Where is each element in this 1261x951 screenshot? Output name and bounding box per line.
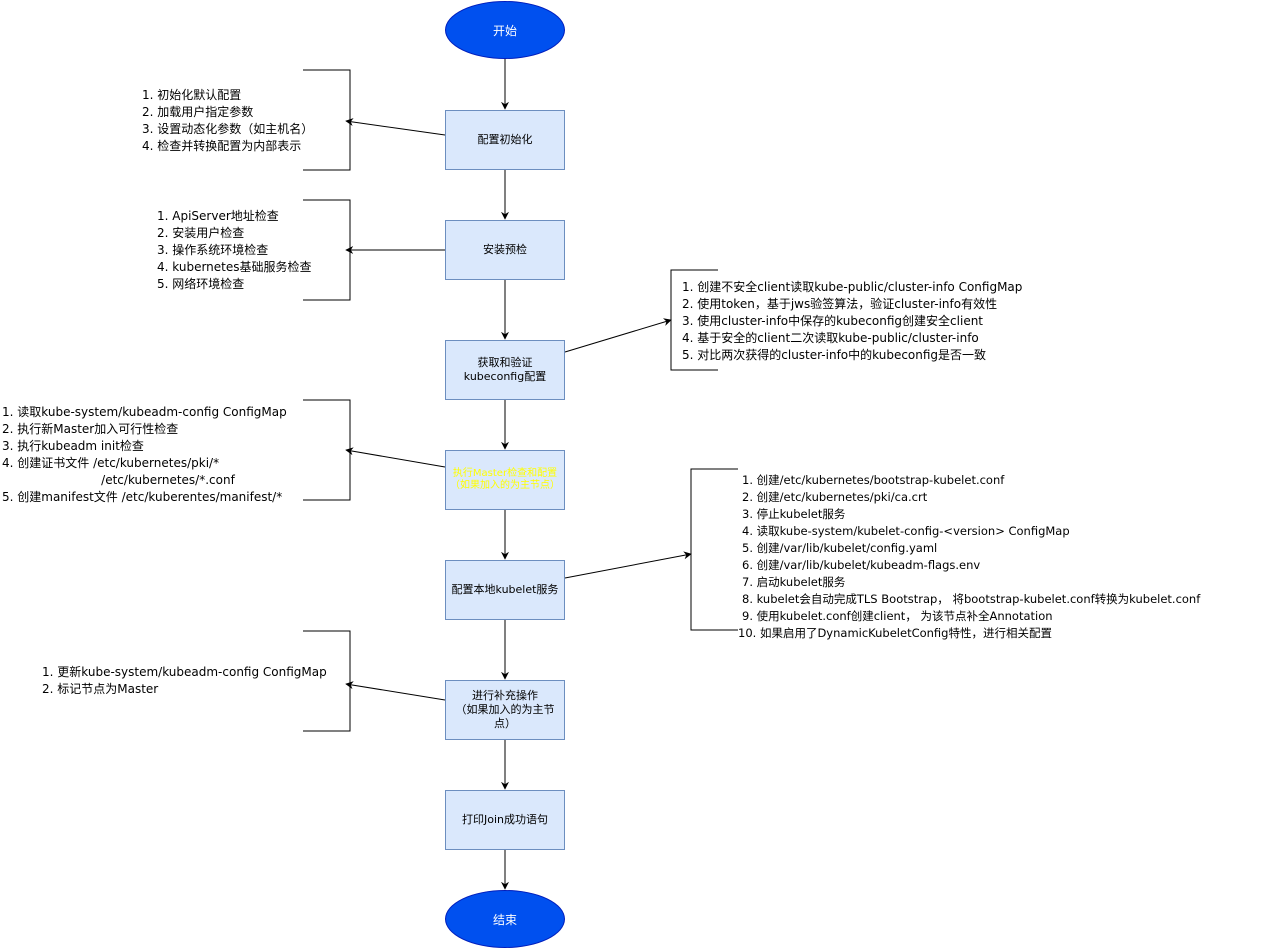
note-item: 6. 创建/var/lib/kubelet/kubeadm-flags.env bbox=[742, 558, 981, 572]
arrow-kubeconfig-to-note bbox=[564, 318, 672, 353]
arrow-supplement-to-note bbox=[345, 681, 446, 701]
note-item: 7. 启动kubelet服务 bbox=[742, 575, 846, 589]
note-config-init: 1. 初始化默认配置 2. 加载用户指定参数 3. 设置动态化参数（如主机名） … bbox=[142, 87, 313, 155]
arrow-kubelet-to-note bbox=[564, 551, 692, 579]
bracket-init-note bbox=[303, 69, 351, 171]
note-item: 4. 读取kube-system/kubelet-config-<version… bbox=[742, 524, 1070, 538]
process-preflight: 安装预检 bbox=[445, 220, 565, 280]
note-supplement: 1. 更新kube-system/kubeadm-config ConfigMa… bbox=[42, 664, 327, 698]
note-item: 2. 创建/etc/kubernetes/pki/ca.crt bbox=[742, 490, 928, 504]
process-get-kubeconfig: 获取和验证 kubeconfig配置 bbox=[445, 340, 565, 400]
note-item: 3. 使用cluster-info中保存的kubeconfig创建安全clien… bbox=[682, 314, 984, 328]
end-label: 结束 bbox=[492, 912, 517, 927]
note-item: 5. 创建manifest文件 /etc/kuberentes/manifest… bbox=[2, 490, 283, 504]
start-label: 开始 bbox=[492, 23, 517, 38]
note-item: 5. 网络环境检查 bbox=[157, 277, 245, 291]
note-item: 1. 读取kube-system/kubeadm-config ConfigMa… bbox=[2, 405, 287, 419]
bracket-supplement-note bbox=[303, 630, 351, 732]
get-kubeconfig-label: 获取和验证 kubeconfig配置 bbox=[463, 356, 547, 383]
note-item: 4. 创建证书文件 /etc/kubernetes/pki/* bbox=[2, 456, 220, 470]
config-init-label: 配置初始化 bbox=[477, 133, 533, 146]
note-item: 5. 创建/var/lib/kubelet/config.yaml bbox=[742, 541, 938, 555]
note-item: 1. 创建不安全client读取kube-public/cluster-info… bbox=[682, 280, 1023, 294]
print-join-label: 打印Join成功语句 bbox=[461, 813, 548, 826]
note-item: 1. 初始化默认配置 bbox=[142, 88, 242, 102]
note-preflight: 1. ApiServer地址检查 2. 安装用户检查 3. 操作系统环境检查 4… bbox=[157, 208, 312, 293]
note-item: 8. kubelet会自动完成TLS Bootstrap， 将bootstrap… bbox=[742, 592, 1201, 606]
note-item: 1. ApiServer地址检查 bbox=[157, 209, 279, 223]
note-item: 2. 标记节点为Master bbox=[42, 682, 159, 696]
note-item: 3. 设置动态化参数（如主机名） bbox=[142, 122, 314, 136]
preflight-label: 安装预检 bbox=[483, 243, 527, 256]
bracket-kubeconfig-note bbox=[670, 269, 718, 371]
note-item: 4. 基于安全的client二次读取kube-public/cluster-in… bbox=[682, 331, 979, 345]
note-item: 3. 操作系统环境检查 bbox=[157, 243, 269, 257]
note-item: 2. 安装用户检查 bbox=[157, 226, 245, 240]
note-item: /etc/kubernetes/*.conf bbox=[2, 473, 235, 487]
note-kubeconfig: 1. 创建不安全client读取kube-public/cluster-info… bbox=[682, 279, 1022, 364]
arrow-master-to-note bbox=[345, 447, 446, 468]
note-item: 1. 更新kube-system/kubeadm-config ConfigMa… bbox=[42, 665, 327, 679]
note-item: 2. 加载用户指定参数 bbox=[142, 105, 254, 119]
note-item: 1. 创建/etc/kubernetes/bootstrap-kubelet.c… bbox=[742, 473, 1005, 487]
bracket-preflight-note bbox=[303, 199, 351, 301]
process-master-check: 执行Master检查和配置（如果加入的为主节点） bbox=[445, 450, 565, 510]
kubelet-label: 配置本地kubelet服务 bbox=[451, 583, 559, 596]
note-master: 1. 读取kube-system/kubeadm-config ConfigMa… bbox=[2, 404, 287, 506]
note-item: 2. 执行新Master加入可行性检查 bbox=[2, 422, 179, 436]
arrow-init-to-note bbox=[345, 118, 446, 136]
note-kubelet: 1. 创建/etc/kubernetes/bootstrap-kubelet.c… bbox=[738, 472, 1201, 642]
end-node: 结束 bbox=[445, 890, 565, 948]
process-print-join: 打印Join成功语句 bbox=[445, 790, 565, 850]
start-node: 开始 bbox=[445, 1, 565, 59]
process-supplement: 进行补充操作 （如果加入的为主节 点） bbox=[445, 680, 565, 740]
process-kubelet: 配置本地kubelet服务 bbox=[445, 560, 565, 620]
note-item: 4. kubernetes基础服务检查 bbox=[157, 260, 312, 274]
note-item: 5. 对比两次获得的cluster-info中的kubeconfig是否一致 bbox=[682, 348, 987, 362]
note-item: 3. 停止kubelet服务 bbox=[742, 507, 846, 521]
bracket-kubelet-note bbox=[690, 468, 738, 631]
note-item: 9. 使用kubelet.conf创建client， 为该节点补全Annotat… bbox=[742, 609, 1053, 623]
process-config-init: 配置初始化 bbox=[445, 110, 565, 170]
supplement-label: 进行补充操作 （如果加入的为主节 点） bbox=[455, 689, 555, 730]
note-item: 4. 检查并转换配置为内部表示 bbox=[142, 139, 302, 153]
note-item: 10. 如果启用了DynamicKubeletConfig特性，进行相关配置 bbox=[738, 626, 1052, 640]
note-item: 2. 使用token，基于jws验签算法，验证cluster-info有效性 bbox=[682, 297, 998, 311]
master-check-label: 执行Master检查和配置（如果加入的为主节点） bbox=[450, 468, 560, 491]
bracket-master-note bbox=[303, 399, 351, 501]
note-item: 3. 执行kubeadm init检查 bbox=[2, 439, 144, 453]
